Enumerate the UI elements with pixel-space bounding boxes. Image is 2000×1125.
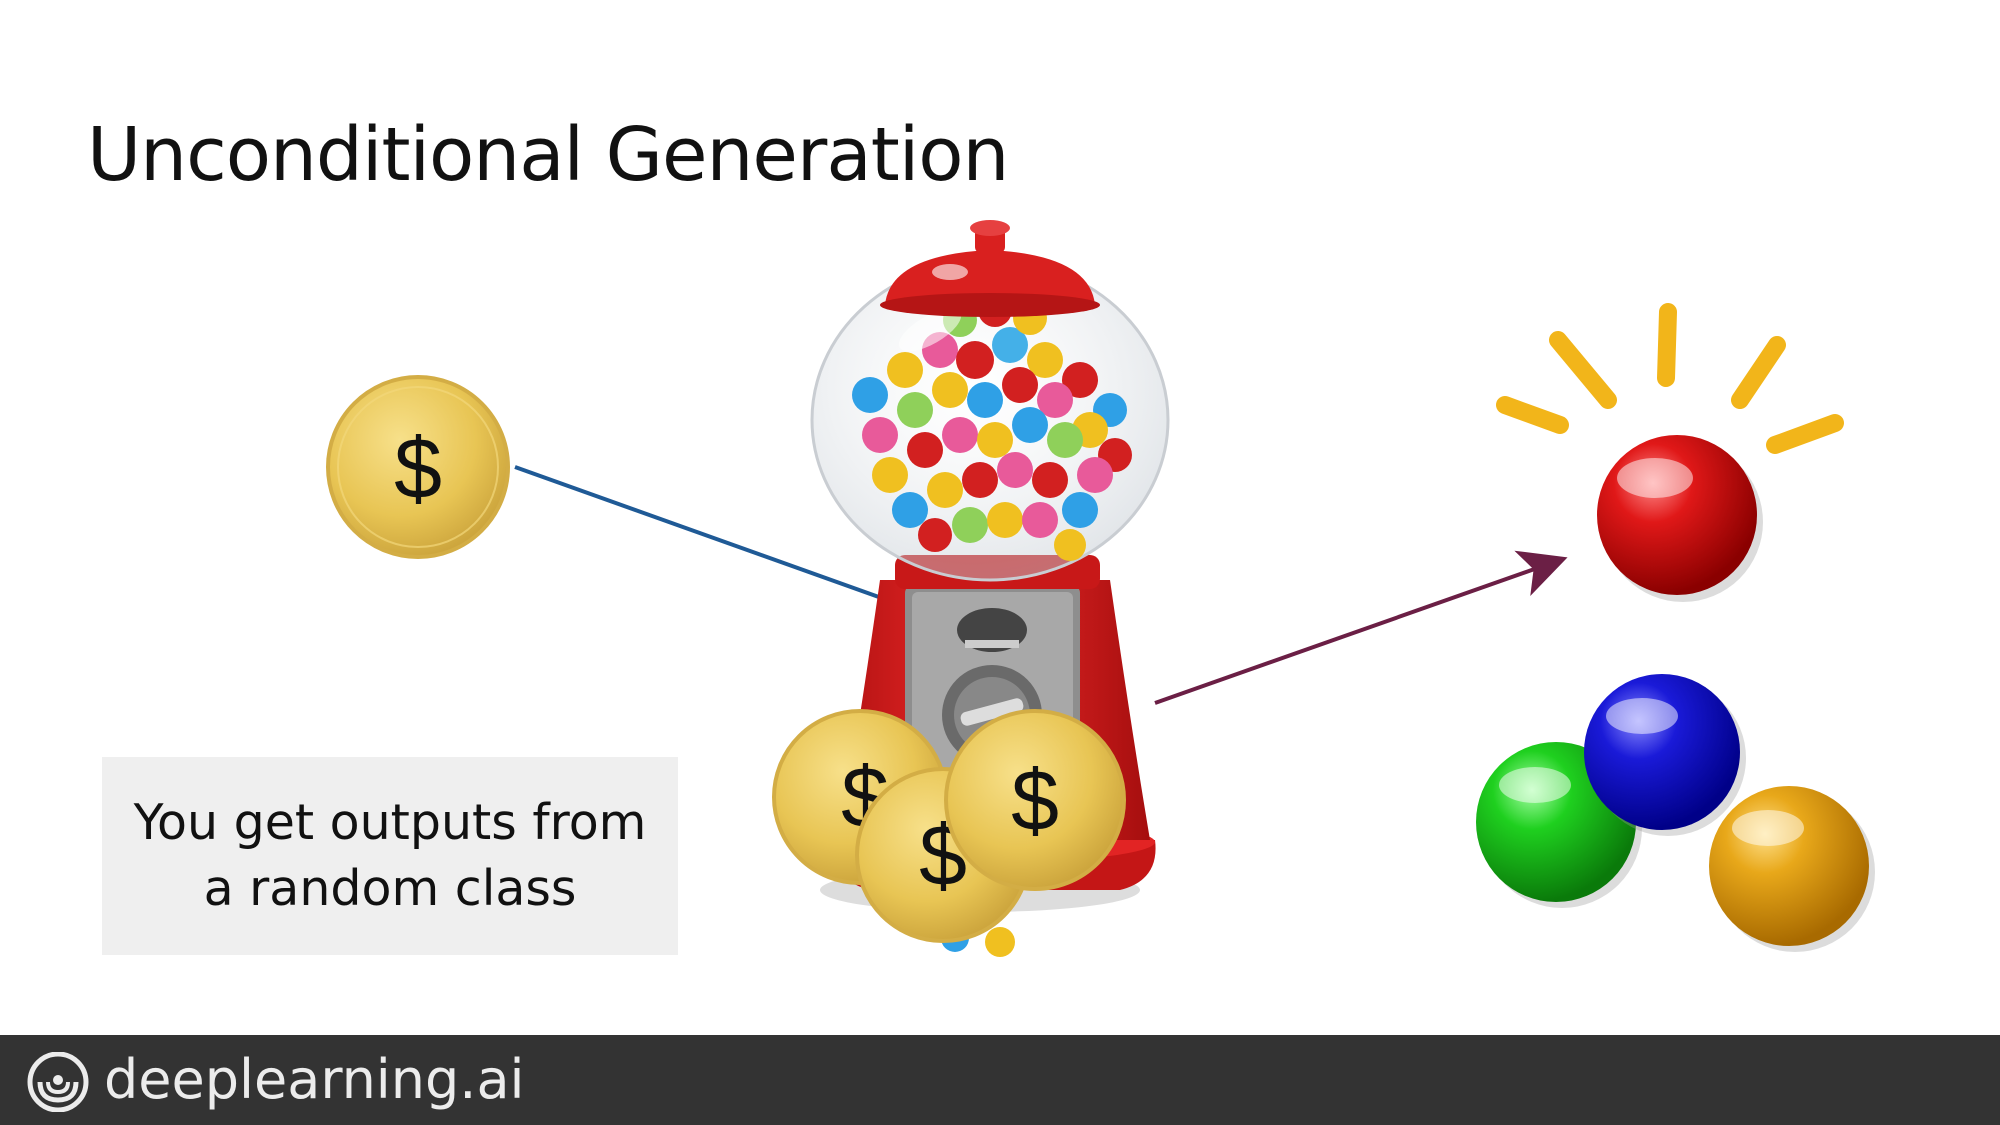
brand-name: deeplearning.ai xyxy=(104,1048,525,1111)
coin-icon: $ xyxy=(944,709,1126,891)
sparkle-icon xyxy=(1496,303,1844,454)
note-box: You get outputs from a random class xyxy=(102,757,678,955)
gumball-icon xyxy=(1709,786,1875,952)
gumball-icon xyxy=(1584,674,1746,836)
gumball-icon xyxy=(1597,435,1763,602)
note-line-1: You get outputs from xyxy=(133,794,647,851)
output-arrow xyxy=(1154,550,1568,705)
svg-text:$: $ xyxy=(1011,753,1059,849)
illustration: $ xyxy=(326,220,1875,957)
coin-icon: $ xyxy=(326,375,510,559)
coin-symbol: $ xyxy=(394,421,442,517)
footer-bar: deeplearning.ai xyxy=(0,1035,2000,1125)
slide-title: Unconditional Generation xyxy=(87,112,1009,198)
gumballs-cluster xyxy=(852,293,1132,561)
coin-pile: $ $ $ xyxy=(772,709,1126,943)
deeplearning-logo-icon xyxy=(27,1052,89,1112)
note-line-2: a random class xyxy=(203,860,577,917)
